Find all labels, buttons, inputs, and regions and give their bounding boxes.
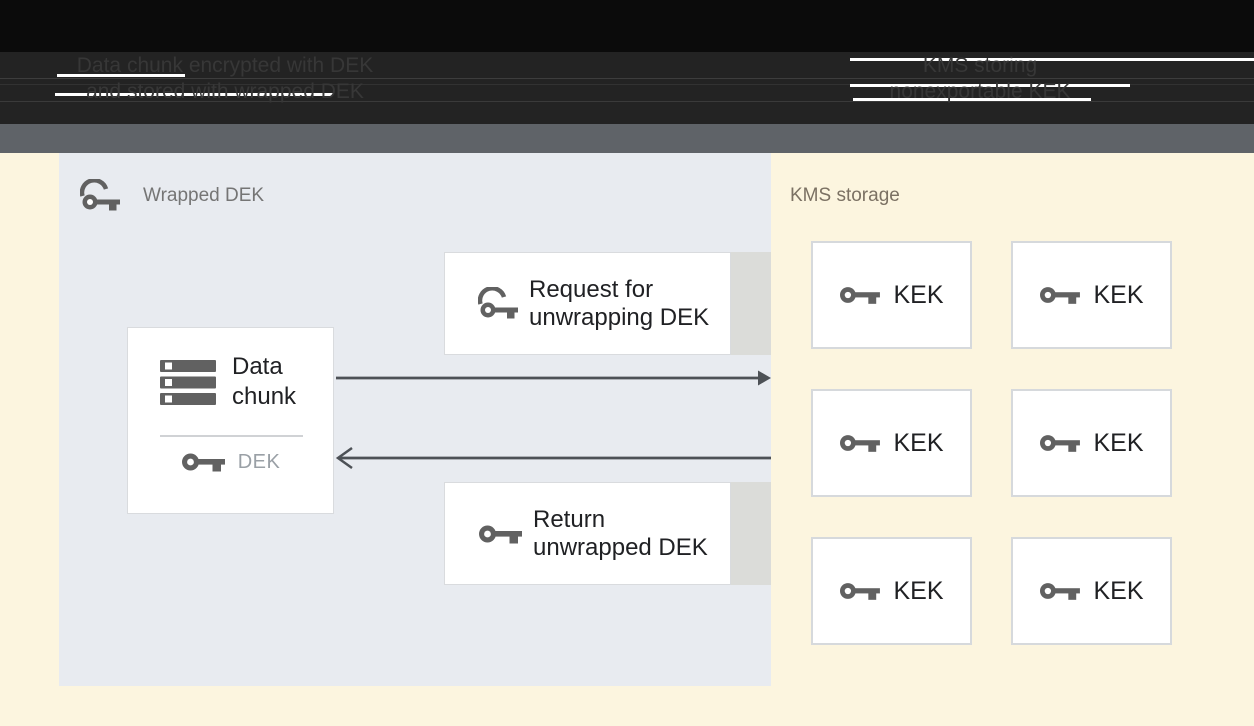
return-unwrap-box: Return unwrapped DEK [444,482,731,585]
key-icon [1040,435,1081,452]
wrapped-key-icon [80,179,120,211]
scanline [0,101,1254,102]
data-chunk-divider [160,435,303,437]
scanline [0,84,1254,85]
request-return-arrows [335,370,771,470]
return-line1: Return [533,505,606,533]
kek-label: KEK [893,428,944,457]
divider-band [0,124,1254,153]
key-icon [840,287,881,304]
kek-label: KEK [893,576,944,605]
kms-storage-label: KMS storage [790,185,900,206]
request-box-text: Request for unwrapping DEK [529,276,709,332]
header-top-band [0,0,1254,52]
request-line1: Request for [529,275,654,303]
request-box-shadow [731,252,771,355]
dek-label: DEK [237,450,281,473]
kek-label: KEK [893,280,944,309]
wrapped-dek-label-row: Wrapped DEK [80,179,264,213]
kek-label: KEK [1093,280,1144,309]
wrapped-dek-container: Wrapped DEK Data chunk DEK [59,153,771,686]
dek-row: DEK [128,448,333,476]
kek-box: KEK [1011,241,1172,349]
kek-label: KEK [1093,428,1144,457]
header-caption-right: KMS storing nonexportable KEK [820,53,1140,105]
key-icon [479,525,522,543]
data-chunk-box: Data chunk DEK [127,327,334,514]
glitch-streak [853,98,1091,101]
kek-box: KEK [1011,389,1172,497]
caption-left-line2: and stored with wrapped DEK [86,80,364,103]
caption-left-line1: Data chunk encrypted with DEK [76,54,374,77]
request-line2: unwrapping DEK [529,303,710,331]
key-icon [1040,287,1081,304]
caption-right-line1: KMS storing [922,54,1038,77]
key-icon [1040,583,1081,600]
wrapped-dek-label: Wrapped DEK [143,185,265,206]
caption-right-line2: nonexportable KEK [889,80,1071,103]
key-icon [840,435,881,452]
data-chunk-title: Data chunk [232,353,297,410]
return-box-text: Return unwrapped DEK [533,506,708,562]
glitch-streak [850,58,1254,61]
kek-label: KEK [1093,576,1144,605]
kek-box: KEK [811,241,972,349]
header-caption-left: Data chunk encrypted with DEK and stored… [40,53,410,105]
key-icon [840,583,881,600]
kek-box: KEK [1011,537,1172,645]
kek-box: KEK [811,389,972,497]
glitch-streak [55,93,333,96]
glitch-streak [57,74,185,77]
header-banner: Data chunk encrypted with DEK and stored… [0,0,1254,124]
glitch-streak [850,84,1130,87]
kek-box: KEK [811,537,972,645]
request-unwrap-box: Request for unwrapping DEK [444,252,731,355]
return-box-shadow [731,482,771,585]
scanline [0,78,1254,79]
data-chunk-icon [160,360,216,405]
key-icon [181,453,225,472]
wrapped-key-icon [478,286,518,318]
kek-grid: KEK KEK KEK KEK [811,241,1172,645]
return-line2: unwrapped DEK [533,533,708,561]
